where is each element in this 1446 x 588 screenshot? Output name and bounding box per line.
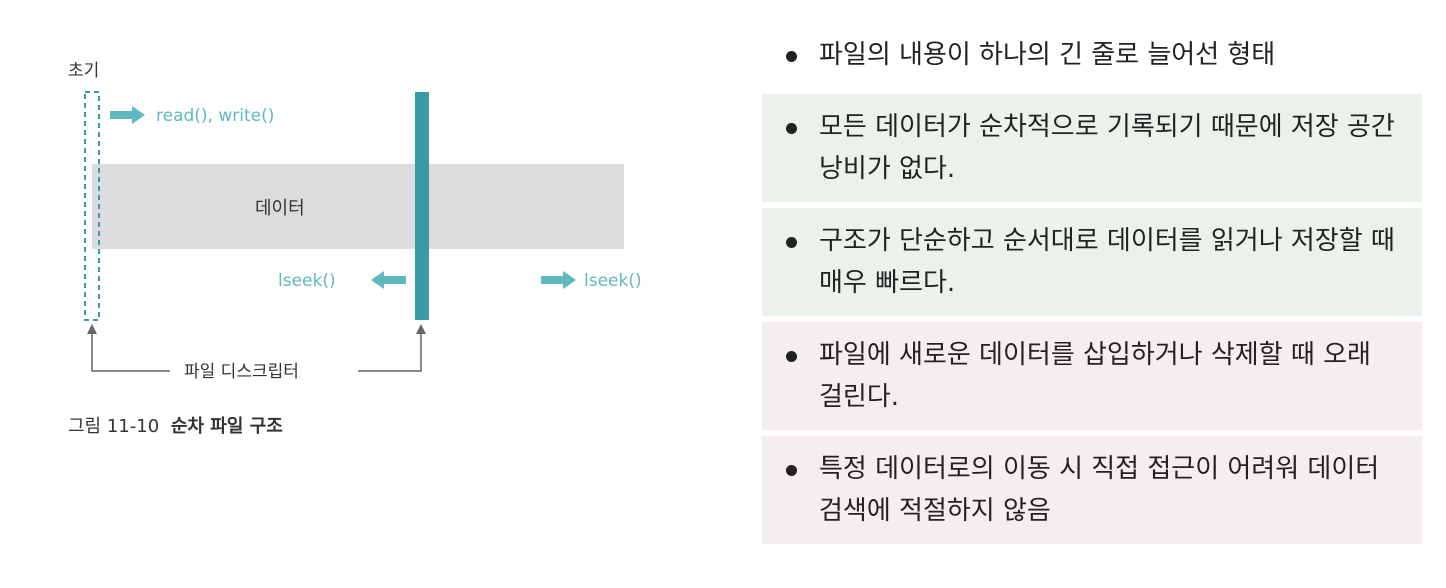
- list-item: 특정 데이터로의 이동 시 직접 접근이 어려워 데이터 검색에 적절하지 않음: [762, 436, 1422, 544]
- initial-pointer-dashed: [84, 91, 100, 321]
- list-item: 모든 데이터가 순차적으로 기록되기 때문에 저장 공간 낭비가 없다.: [762, 94, 1422, 202]
- list-item-text: 특정 데이터로의 이동 시 직접 접근이 어려워 데이터 검색에 적절하지 않음: [819, 454, 1380, 526]
- feature-list: 파일의 내용이 하나의 긴 줄로 늘어선 형태 모든 데이터가 순차적으로 기록…: [762, 22, 1422, 550]
- list-item-text: 구조가 단순하고 순서대로 데이터를 읽거나 저장할 때 매우 빠르다.: [819, 226, 1395, 298]
- list-item: 구조가 단순하고 순서대로 데이터를 읽거나 저장할 때 매우 빠르다.: [762, 208, 1422, 316]
- bullet-icon: [786, 123, 797, 134]
- read-write-arrow-icon: [110, 106, 145, 124]
- bullet-icon: [786, 237, 797, 248]
- read-write-label: read(), write(): [156, 106, 274, 126]
- figure-caption: 그림 11-10 순차 파일 구조: [68, 416, 283, 437]
- list-item-text: 모든 데이터가 순차적으로 기록되기 때문에 저장 공간 낭비가 없다.: [819, 112, 1395, 184]
- data-band: [92, 164, 624, 249]
- list-item: 파일에 새로운 데이터를 삽입하거나 삭제할 때 오래 걸린다.: [762, 322, 1422, 430]
- sequential-file-diagram: 데이터 초기 read(), write() lseek() lseek() 파…: [68, 61, 642, 437]
- lseek-right-label: lseek(): [584, 271, 642, 291]
- lseek-right-arrow-icon: [541, 271, 576, 289]
- initial-label: 초기: [68, 61, 99, 81]
- list-item: 파일의 내용이 하나의 긴 줄로 늘어선 형태: [762, 22, 1422, 88]
- bullet-icon: [786, 51, 797, 62]
- bullet-icon: [786, 351, 797, 362]
- file-descriptor-bracket: [87, 324, 426, 372]
- current-pointer-bar: [415, 92, 429, 320]
- bullet-icon: [786, 465, 797, 476]
- lseek-left-arrow-icon: [371, 271, 406, 289]
- lseek-left-label: lseek(): [278, 271, 336, 291]
- file-descriptor-label: 파일 디스크립터: [184, 362, 299, 382]
- figure-caption-number: 그림 11-10: [68, 416, 159, 437]
- data-label: 데이터: [255, 198, 305, 219]
- list-item-text: 파일의 내용이 하나의 긴 줄로 늘어선 형태: [819, 40, 1276, 70]
- list-item-text: 파일에 새로운 데이터를 삽입하거나 삭제할 때 오래 걸린다.: [819, 340, 1371, 412]
- figure-caption-title: 순차 파일 구조: [171, 416, 283, 437]
